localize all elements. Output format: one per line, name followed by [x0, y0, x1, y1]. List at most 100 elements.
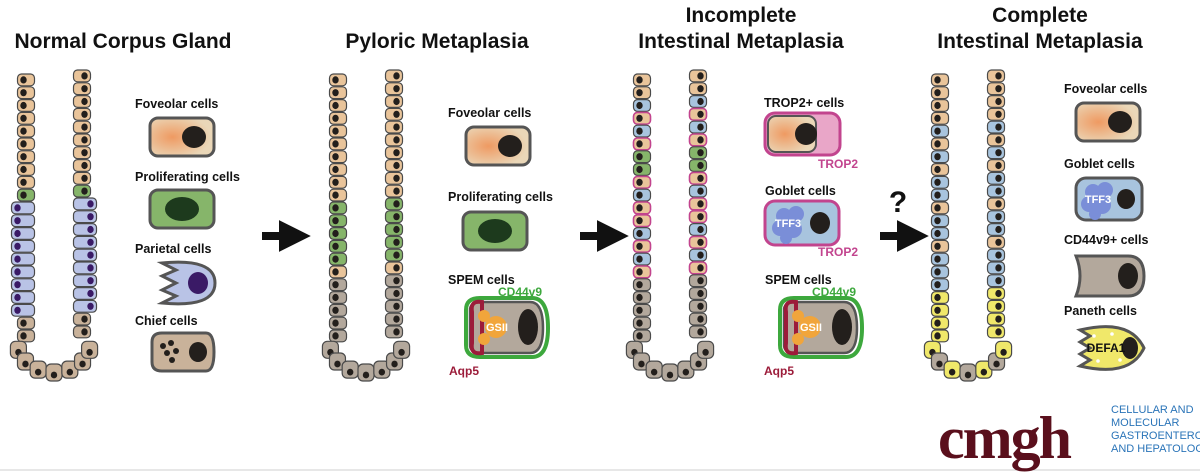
proliferating-cell-icon [148, 188, 216, 230]
label-chief: Chief cells [135, 314, 198, 328]
cell-nucleus [995, 174, 1002, 182]
cell-nucleus [636, 191, 643, 199]
cell-nucleus [14, 255, 21, 263]
cell-nucleus [20, 153, 27, 161]
cell-nucleus [20, 191, 27, 199]
cell-nucleus [20, 319, 27, 327]
cell-nucleus [636, 242, 643, 250]
cell-nucleus [636, 229, 643, 238]
paneth-cell-icon: DEFA1 [1076, 325, 1146, 371]
cell-nucleus [87, 302, 94, 310]
cell-nucleus [22, 360, 29, 368]
label-paneth: Paneth cells [1064, 304, 1137, 318]
cell-nucleus [934, 268, 941, 276]
cell-nucleus [934, 281, 941, 289]
cell-nucleus [332, 332, 339, 340]
cell-nucleus [81, 187, 88, 195]
cell-nucleus [995, 161, 1002, 170]
cell-nucleus [934, 319, 941, 327]
cell-nucleus [14, 242, 21, 250]
label-parietal: Parietal cells [135, 242, 211, 256]
cell-nucleus [332, 89, 339, 97]
parietal-cell-icon [156, 260, 217, 306]
cell-nucleus [391, 360, 398, 368]
panel-title-incomplete-im: Incomplete Intestinal Metaplasia [638, 4, 844, 53]
cell-nucleus [636, 165, 643, 174]
cell-nucleus [636, 332, 643, 340]
label-goblet: Goblet cells [765, 184, 836, 198]
cell-nucleus [697, 251, 704, 259]
cell-nucleus [332, 153, 339, 161]
cell-nucleus [66, 368, 74, 376]
cell-nucleus [332, 114, 339, 122]
svg-text:TFF3: TFF3 [1085, 194, 1111, 206]
svg-text:Complete: Complete [992, 4, 1088, 27]
cell-nucleus [332, 140, 339, 148]
cell-nucleus [934, 217, 941, 225]
cell-nucleus [636, 281, 643, 289]
cell-nucleus [332, 76, 339, 84]
cell-nucleus [20, 332, 27, 340]
cell-nucleus [332, 217, 339, 225]
cell-nucleus [934, 153, 941, 161]
cell-nucleus [14, 268, 21, 276]
cell-nucleus [87, 251, 94, 259]
marker-aqp5: Aqp5 [449, 364, 479, 378]
cell-nucleus [697, 213, 704, 221]
cd44v9-cell-icon [1073, 254, 1146, 298]
cell-nucleus [81, 123, 88, 131]
cell-nucleus [81, 85, 88, 93]
cell-nucleus [995, 315, 1002, 323]
cell-nucleus [332, 255, 339, 263]
cell-nucleus [393, 277, 400, 285]
cell-nucleus [697, 161, 704, 170]
label-foveolar: Foveolar cells [135, 97, 218, 111]
cell-nucleus [393, 149, 400, 157]
cell-nucleus [14, 204, 21, 212]
cell-nucleus [697, 328, 704, 336]
cell-nucleus [995, 136, 1002, 144]
gland-normal-corpus [9, 69, 99, 382]
foveolar-cell-icon [464, 125, 532, 167]
marker-trop2: TROP2 [818, 245, 858, 259]
cell-nucleus [393, 97, 400, 106]
goblet-cell-icon: TFF3 [763, 199, 841, 247]
cell-nucleus [934, 165, 941, 174]
cell-nucleus [86, 348, 93, 356]
cell-nucleus [995, 238, 1002, 246]
label-spem: SPEM cells [765, 273, 832, 287]
cell-nucleus [20, 76, 27, 84]
cell-nucleus [332, 127, 339, 135]
cell-nucleus [332, 306, 339, 314]
cell-nucleus [393, 110, 400, 118]
cell-nucleus [995, 97, 1002, 106]
panel-title-normal-corpus: Normal Corpus Gland [14, 30, 231, 53]
cell-nucleus [697, 123, 704, 131]
cell-nucleus [697, 289, 704, 298]
label-proliferating: Proliferating cells [135, 170, 240, 184]
marker-trop2: TROP2 [818, 157, 858, 171]
gland-pyloric-metaplasia [321, 69, 411, 382]
cell-nucleus [393, 213, 400, 221]
question-mark: ? [889, 186, 907, 219]
cell-nucleus [332, 101, 339, 110]
cell-nucleus [362, 371, 370, 379]
cell-nucleus [697, 187, 704, 195]
cell-nucleus [934, 204, 941, 212]
cell-nucleus [995, 289, 1002, 298]
cell-nucleus [697, 238, 704, 246]
svg-text:CELLULAR AND: CELLULAR AND [1111, 404, 1194, 416]
cell-nucleus [697, 110, 704, 118]
cell-nucleus [934, 242, 941, 250]
cell-nucleus [378, 368, 386, 376]
label-spem: SPEM cells [448, 273, 515, 287]
cell-nucleus [20, 114, 27, 122]
cell-nucleus [934, 306, 941, 314]
cell-nucleus [636, 76, 643, 84]
cell-nucleus [393, 225, 400, 234]
cell-nucleus [332, 191, 339, 199]
cell-nucleus [393, 161, 400, 170]
cell-nucleus [81, 161, 88, 170]
cell-nucleus [393, 200, 400, 208]
